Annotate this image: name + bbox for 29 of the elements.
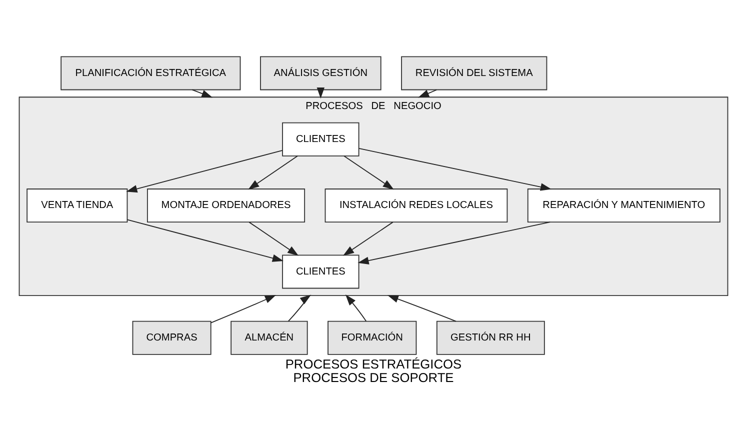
node-box: CLIENTES [282,122,360,156]
arrow [342,222,394,256]
node-box: INSTALACIÓN REDES LOCALES [324,188,508,223]
arrow [248,222,299,256]
node-box: REVISIÓN DEL SISTEMA [401,56,548,90]
arrow [358,148,552,191]
arrow [344,156,394,190]
diagram-title: PROCESOS ESTRATÉGICOS [285,356,462,372]
node-box: COMPRAS [132,320,212,355]
node-box: REPARACIÓN Y MANTENIMIENTO [527,188,720,223]
arrow [210,295,276,324]
arrow [288,294,312,322]
arrow [192,89,213,98]
node-box: VENTA TIENDA [26,188,128,223]
arrow [248,156,298,190]
arrow [316,87,325,98]
node-box: MONTAJE ORDENADORES [146,188,306,223]
arrow [126,219,284,262]
arrow [418,89,438,98]
node-box: ALMACÉN [230,320,308,355]
arrow [345,294,367,322]
node-box: GESTIÓN RR HH [436,320,545,355]
arrow [387,295,456,322]
caption: PROCESOS DE SOPORTE [293,370,454,386]
node-box: CLIENTES [282,254,360,289]
node-box: PLANIFICACIÓN ESTRATÉGICA [60,56,241,90]
arrow [358,222,551,264]
arrow [126,150,283,193]
node-box: FORMACIÓN [328,320,417,355]
